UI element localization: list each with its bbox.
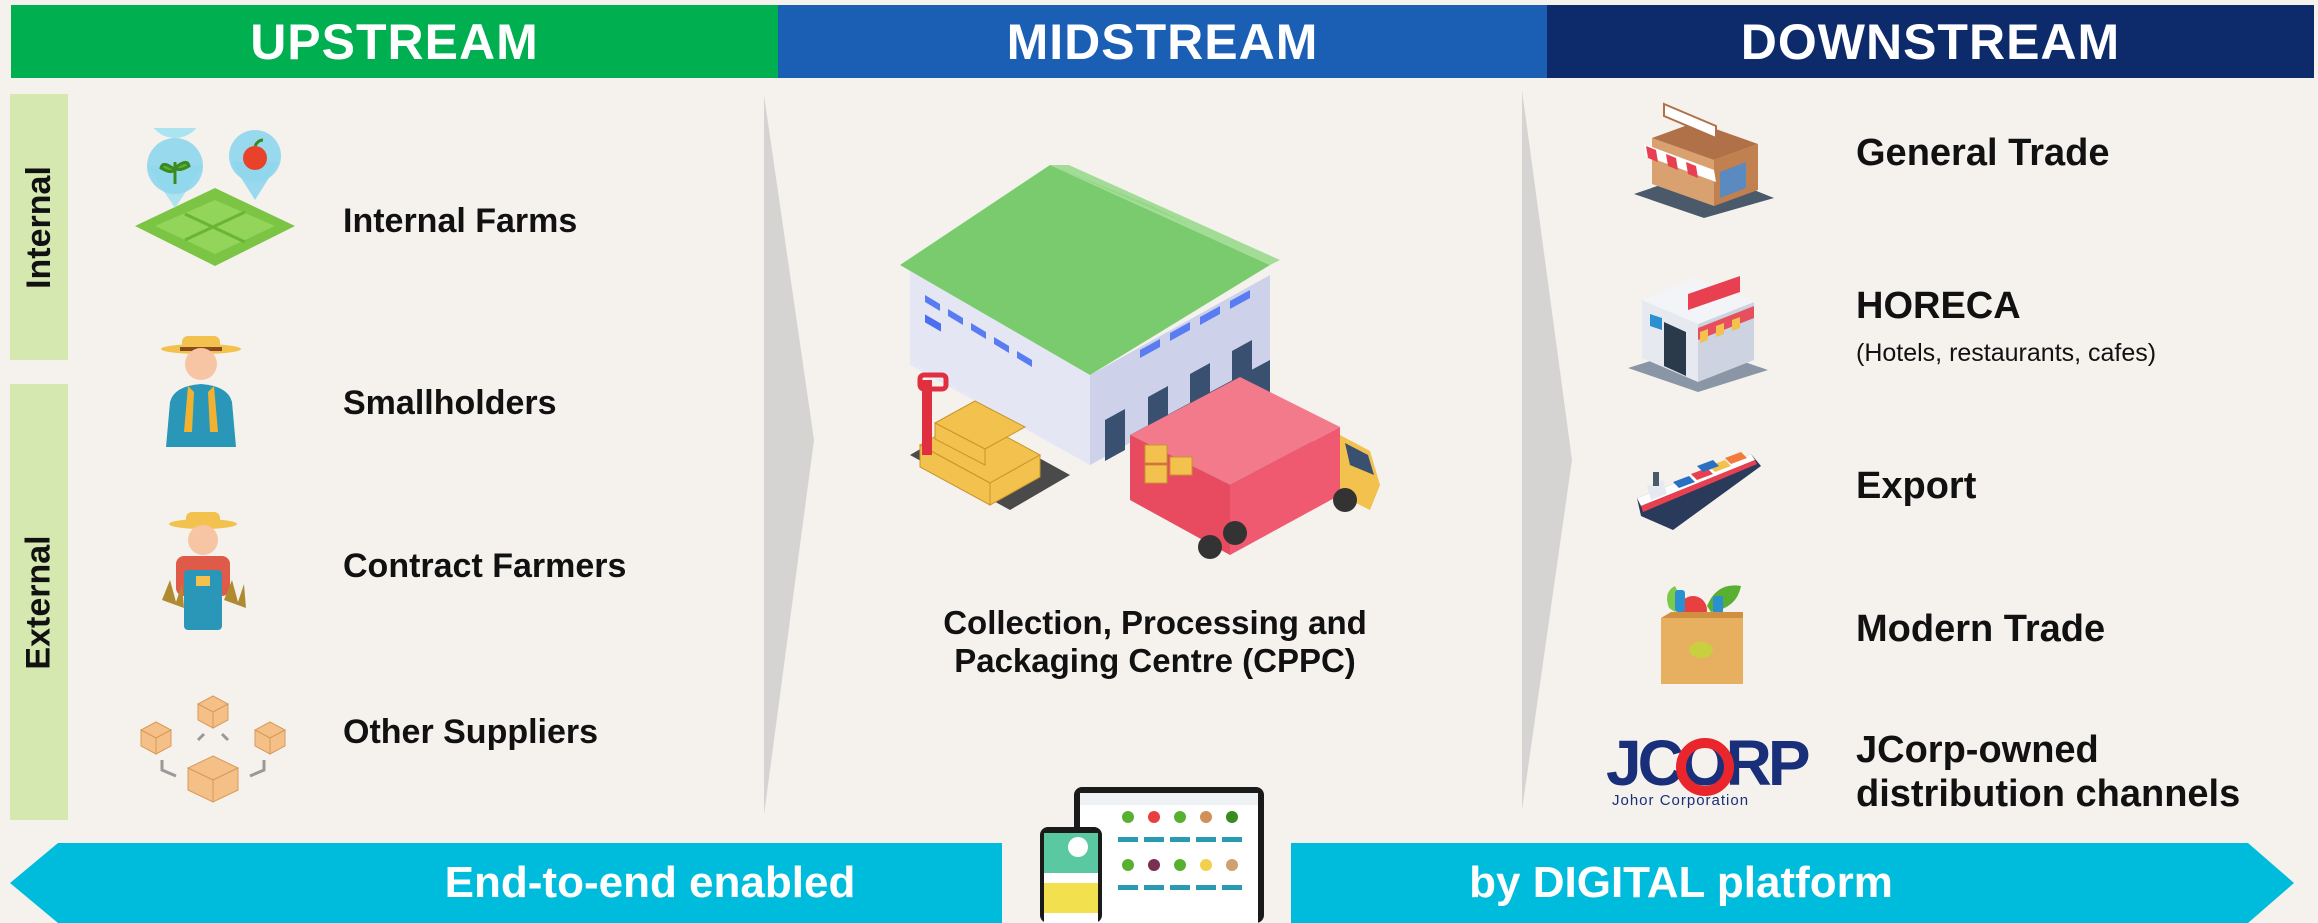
banner-left-text: End-to-end enabled [444,858,856,907]
shop-icon [1634,102,1774,218]
boxes-network-icon [139,695,287,803]
midstream-cppc-label: Collection, Processing and Packaging Cen… [943,604,1367,679]
upstream-item-smallholders: Smallholders [343,384,557,422]
downstream-item-horeca: HORECA [1856,285,2021,327]
midstream-header: MIDSTREAM [778,5,1547,78]
upstream-header: UPSTREAM [11,5,778,78]
internal-tab-label: Internal [19,165,58,289]
internal-tab: Internal [10,94,68,360]
upstream-item-internal-farms: Internal Farms [343,202,578,240]
banner-right-text: by DIGITAL platform [1469,858,1893,907]
midstream-to-downstream-chevron [1522,90,1572,810]
upstream-to-midstream-chevron [764,95,814,815]
downstream-header: DOWNSTREAM [1547,5,2314,78]
downstream-item-modern-trade: Modern Trade [1856,608,2106,650]
grocery-bag-icon [1661,585,1743,684]
external-tab-label: External [19,534,58,670]
cargo-ship-icon [1637,452,1761,530]
restaurant-icon [1628,276,1768,392]
downstream-item-jcorp-channels: JCorp-owned distribution channels [1856,729,2241,815]
downstream-item-general-trade: General Trade [1856,132,2110,174]
upstream-item-contract-farmers: Contract Farmers [343,547,627,585]
jcorp-logo-subtext: Johor Corporation [1612,792,1750,809]
external-tab: External [10,384,68,820]
digital-devices-icon [1040,787,1264,923]
banner-left-arrow [10,843,1002,923]
jcorp-logo-ring [1676,738,1734,796]
downstream-item-horeca-sub: (Hotels, restaurants, cafes) [1856,339,2157,367]
farm-location-icon [135,128,295,266]
downstream-item-export: Export [1856,465,1977,507]
upstream-item-other-suppliers: Other Suppliers [343,713,599,751]
farmer-icon [161,336,241,447]
banner-right-arrow [1291,843,2294,923]
warehouse-truck-icon [900,165,1380,559]
farmer-harvest-icon [162,512,246,630]
